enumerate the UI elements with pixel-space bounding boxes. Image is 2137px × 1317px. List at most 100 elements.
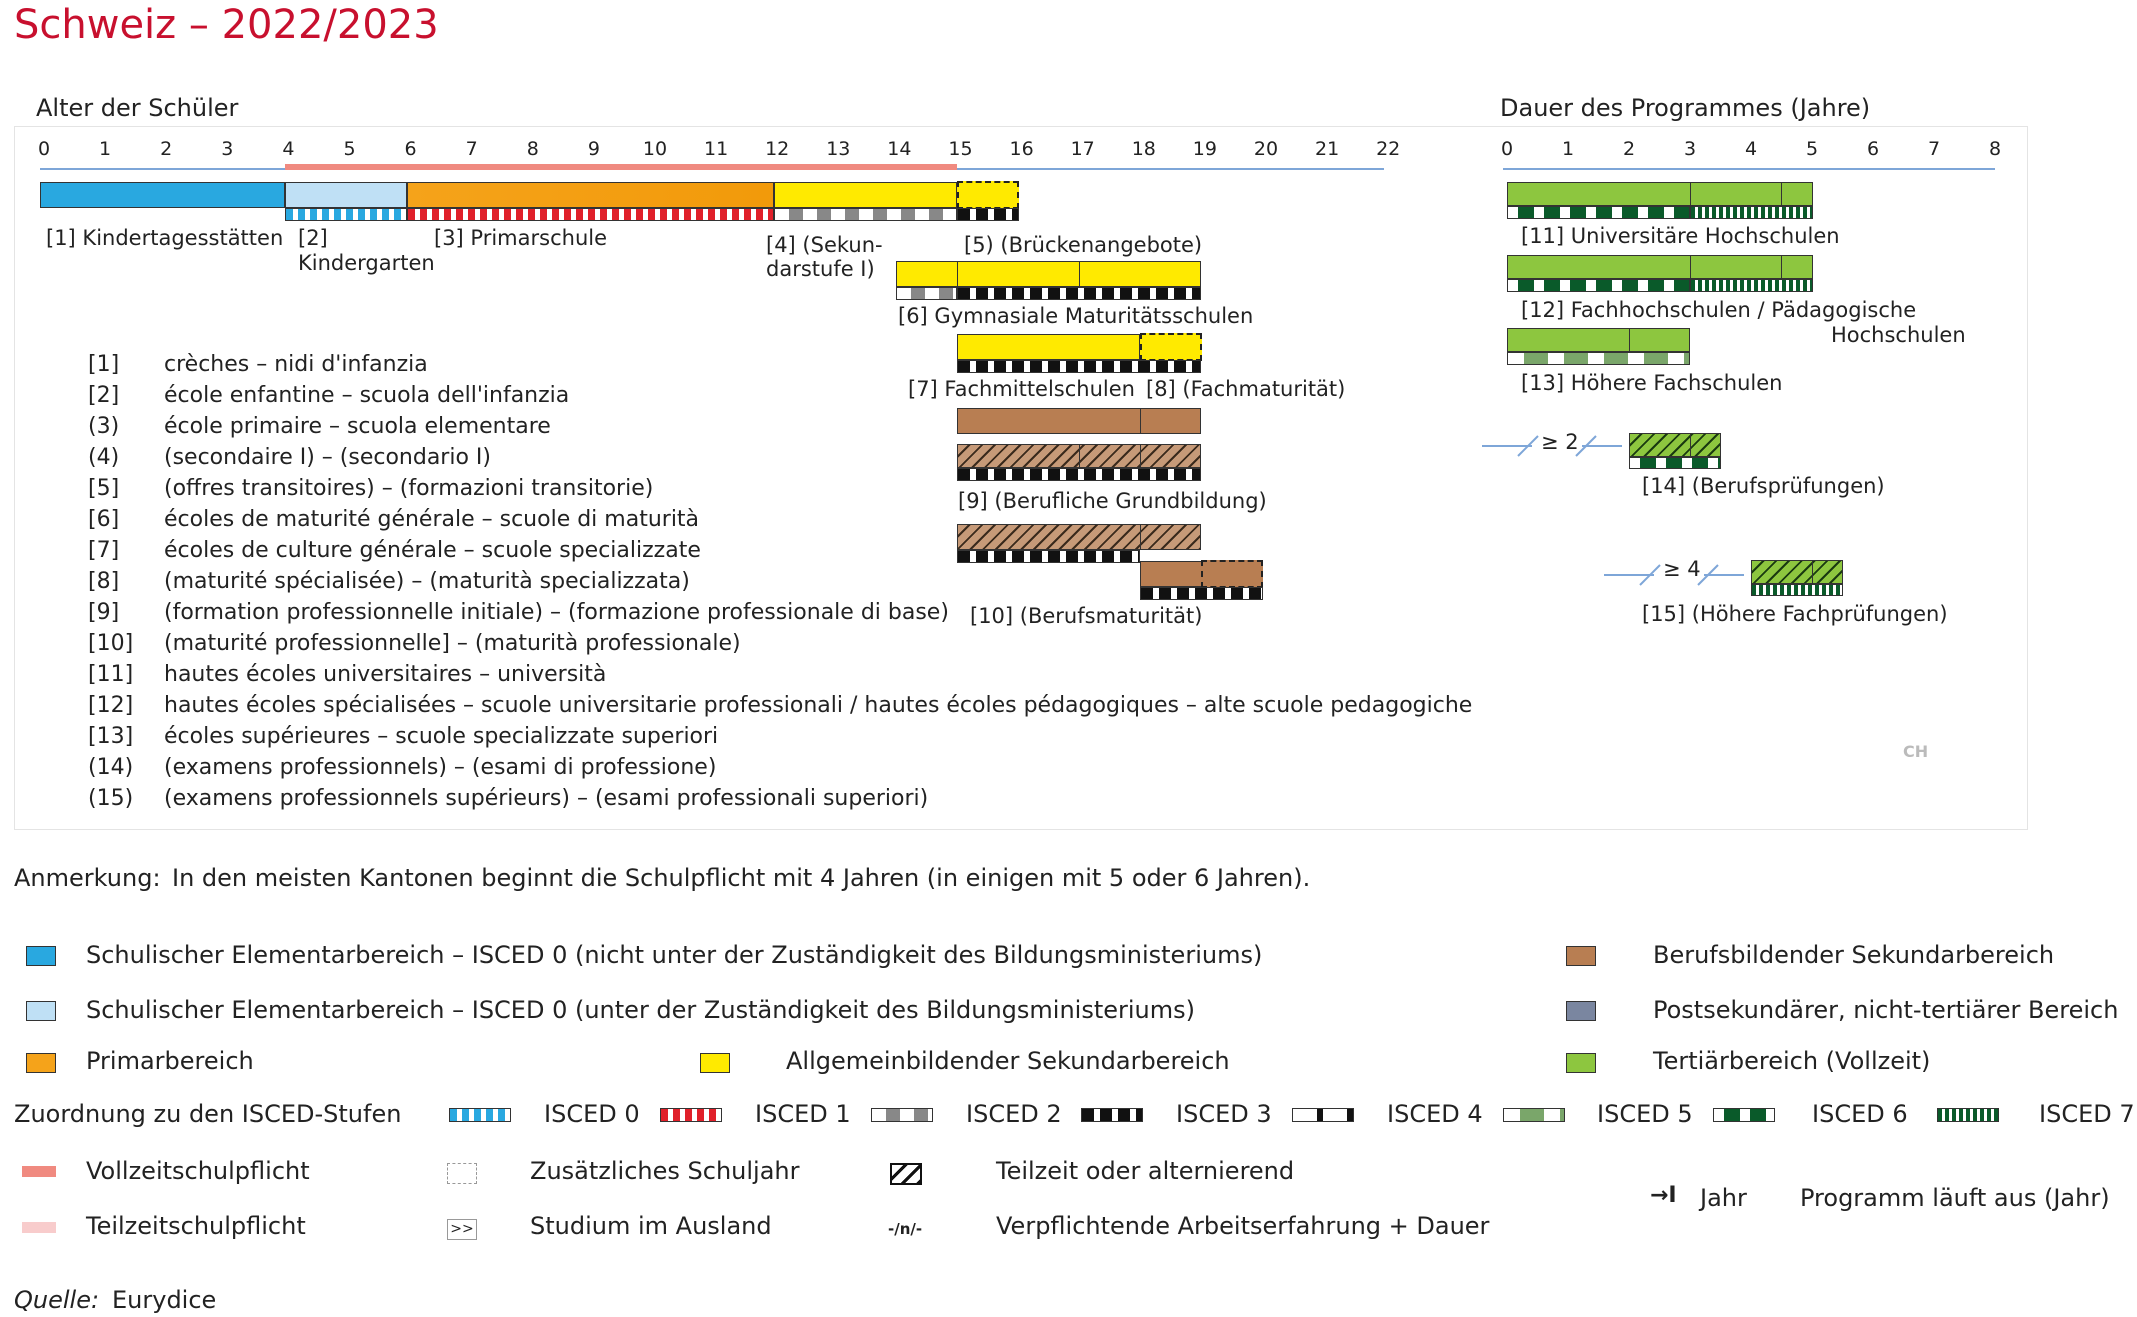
label-berufspruefungen: [14] (Berufsprüfungen) xyxy=(1642,474,1885,498)
translation-text: hautes écoles universitaires – universit… xyxy=(164,662,607,687)
bar-hoehere-fachschulen xyxy=(1507,328,1690,352)
age-tick: 11 xyxy=(704,138,729,160)
bar-berufsmaturitaet-integriert xyxy=(957,524,1201,550)
label-min-experience-15: ≥ 4 xyxy=(1663,557,1701,581)
age-tick: 14 xyxy=(887,138,912,160)
legend-full-time-compulsory: Vollzeitschulpflicht xyxy=(86,1157,310,1185)
translation-number: (15) xyxy=(88,786,134,811)
bar-berufliche-grundbildung-teilzeit xyxy=(957,444,1201,468)
translation-text: écoles de maturité générale – scuole di … xyxy=(164,507,700,532)
age-tick: 9 xyxy=(587,138,600,160)
legend-isced7-swatch xyxy=(1937,1108,1999,1122)
legend-ecec-outside: Schulischer Elementarbereich – ISCED 0 (… xyxy=(86,941,1263,969)
legend-isced4-swatch xyxy=(1292,1108,1354,1122)
legend-swatch-work-experience: -/n/- xyxy=(888,1220,923,1238)
age-tick: 3 xyxy=(221,138,234,160)
translation-text: (maturité professionnelle] – (maturità p… xyxy=(164,631,741,656)
legend-isced5-swatch xyxy=(1503,1108,1565,1122)
age-tick: 10 xyxy=(642,138,668,160)
isced2-strip-gymnasium xyxy=(896,287,957,300)
label-sekundarstufe-1b: darstufe I) xyxy=(766,257,875,281)
legend-isced1-swatch xyxy=(660,1108,722,1122)
bar-berufsmaturitaet-vollzeit xyxy=(1140,561,1202,587)
bar-fachmittelschulen xyxy=(957,334,1140,360)
duration-axis-label: Dauer des Programmes (Jahre) xyxy=(1500,94,1871,122)
note-label: Anmerkung: xyxy=(14,864,161,892)
duration-tick: 0 xyxy=(1500,138,1514,160)
label-universitaere-hochschulen: [11] Universitäre Hochschulen xyxy=(1521,224,1840,248)
legend-extra-year: Zusätzliches Schuljahr xyxy=(530,1157,800,1185)
legend-isced2-swatch xyxy=(871,1108,933,1122)
age-tick: 12 xyxy=(765,138,790,160)
legend-swatch-vocational-secondary xyxy=(1566,946,1596,966)
legend-isced4: ISCED 4 xyxy=(1387,1100,1483,1128)
translation-text: hautes écoles spécialisées – scuole univ… xyxy=(164,693,1473,718)
legend-isced6-swatch xyxy=(1713,1108,1775,1122)
bar-kindertagesstaetten xyxy=(40,182,285,208)
bar-primarschule xyxy=(407,182,774,208)
isced3-strip-berufliche-grundbildung xyxy=(957,468,1201,481)
legend-swatch-ecec-inside xyxy=(26,1001,56,1021)
translation-number: [2] xyxy=(88,383,120,408)
isced7-strip-hoehere-fachpruefungen xyxy=(1751,584,1843,596)
legend-swatch-part-time xyxy=(890,1163,922,1185)
work-experience-marker-15 xyxy=(1604,564,1744,586)
age-axis-label: Alter der Schüler xyxy=(36,94,239,122)
legend-ecec-inside: Schulischer Elementarbereich – ISCED 0 (… xyxy=(86,996,1195,1024)
bar-sekundarstufe-1 xyxy=(774,182,957,208)
isced1-strip-primarschule xyxy=(407,208,774,221)
legend-vocational-secondary: Berufsbildender Sekundarbereich xyxy=(1653,941,2055,969)
isced3-strip-gymnasium xyxy=(957,287,1201,300)
label-min-experience-14: ≥ 2 xyxy=(1541,430,1579,454)
age-tick: 4 xyxy=(282,138,295,160)
translation-text: écoles supérieures – scuole specializzat… xyxy=(164,724,719,749)
bar-berufspruefungen xyxy=(1629,433,1721,457)
translation-text: crèches – nidi d'infanzia xyxy=(164,352,428,377)
duration-tick: 4 xyxy=(1744,138,1758,160)
legend-isced3: ISCED 3 xyxy=(1176,1100,1272,1128)
legend-isced5: ISCED 5 xyxy=(1597,1100,1693,1128)
translation-number: [5] xyxy=(88,476,120,501)
translation-number: [11] xyxy=(88,662,134,687)
legend-isced-mapping: Zuordnung zu den ISCED-Stufen xyxy=(14,1100,402,1128)
label-fachmaturitaet: [8] (Fachmaturität) xyxy=(1146,377,1346,401)
legend-general-secondary: Allgemeinbildender Sekundarbereich xyxy=(786,1047,1230,1075)
translation-text: écoles de culture générale – scuole spec… xyxy=(164,538,701,563)
age-tick: 0 xyxy=(37,138,51,160)
year-arrow-icon: →I xyxy=(1650,1183,1677,1208)
diagram-frame xyxy=(14,126,2028,830)
label-hoehere-fachschulen: [13] Höhere Fachschulen xyxy=(1521,371,1783,395)
age-tick: 19 xyxy=(1192,138,1217,160)
isced6-strip-berufspruefungen xyxy=(1629,457,1721,469)
age-tick: 21 xyxy=(1315,138,1340,160)
isced3-strip-berufsmaturitaet-2 xyxy=(1140,587,1263,600)
isced6-strip-fachhochschulen xyxy=(1507,279,1690,292)
duration-tick: 1 xyxy=(1561,138,1575,160)
translation-text: (formation professionnelle initiale) – (… xyxy=(164,600,949,625)
translation-text: (examens professionnels supérieurs) – (e… xyxy=(164,786,929,811)
translation-text: (offres transitoires) – (formazioni tran… xyxy=(164,476,654,501)
legend-isced2: ISCED 2 xyxy=(966,1100,1062,1128)
translation-number: (14) xyxy=(88,755,134,780)
bar-universitaere-hochschulen xyxy=(1507,182,1813,206)
translation-number: [7] xyxy=(88,538,120,563)
age-tick: 5 xyxy=(343,138,356,160)
legend-swatch-extra-year xyxy=(447,1163,477,1184)
translation-number: (3) xyxy=(88,414,120,439)
legend-primary: Primarbereich xyxy=(86,1047,254,1075)
legend-swatch-primary xyxy=(26,1053,56,1073)
isced3-strip-brueckenangebote xyxy=(957,208,1019,221)
translation-number: [10] xyxy=(88,631,134,656)
legend-isced0-swatch xyxy=(449,1108,511,1122)
bar-berufliche-grundbildung-vollzeit xyxy=(957,408,1201,434)
label-kindergarten: Kindergarten xyxy=(298,251,435,275)
translation-number: [6] xyxy=(88,507,120,532)
isced0-strip-kindergarten xyxy=(285,208,407,221)
legend-post-secondary: Postsekundärer, nicht-tertiärer Bereich xyxy=(1653,996,2119,1024)
duration-tick: 6 xyxy=(1866,138,1880,160)
compulsory-schooling-line xyxy=(285,164,957,170)
legend-swatch-study-abroad: >> xyxy=(447,1219,477,1240)
source-label: Quelle: xyxy=(14,1286,100,1314)
note-text: In den meisten Kantonen beginnt die Schu… xyxy=(172,864,1311,892)
page-title: Schweiz – 2022/2023 xyxy=(14,2,439,48)
